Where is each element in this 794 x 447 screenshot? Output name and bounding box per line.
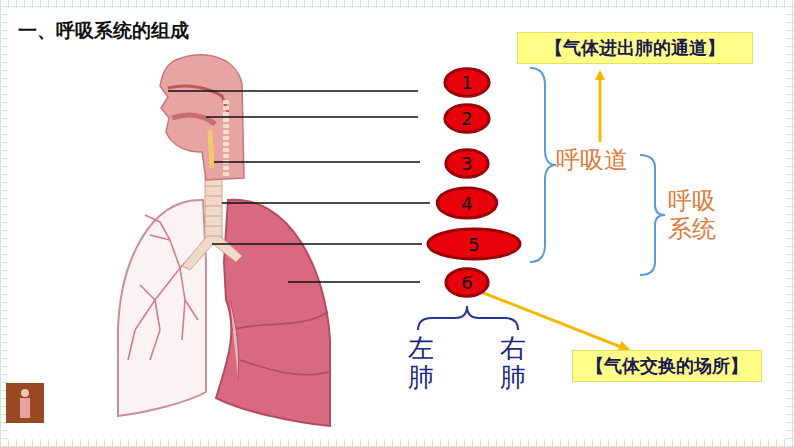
callout-ellipse: 2	[444, 104, 490, 133]
callout-number: 5	[468, 234, 479, 255]
callout-ellipse: 3	[445, 149, 489, 178]
part-label: 右肺	[500, 334, 526, 391]
callout-ellipse: 5	[426, 228, 522, 260]
callout-number: 4	[461, 193, 472, 214]
brace	[418, 306, 518, 330]
note-text: 【气体交换的场所】	[586, 354, 748, 378]
part-label: 左肺	[408, 334, 434, 391]
brace	[530, 68, 556, 262]
note-box: 【气体进出肺的通道】	[517, 32, 753, 64]
callout-number: 1	[461, 72, 472, 93]
leader-lines	[168, 91, 430, 282]
note-box: 【气体交换的场所】	[572, 350, 762, 382]
note-text: 【气体进出肺的通道】	[545, 36, 725, 60]
callout-number: 6	[461, 272, 472, 293]
left-lung-outline	[118, 200, 206, 416]
right-lung	[216, 200, 330, 426]
bronchi	[182, 236, 242, 270]
video-thumbnail	[6, 383, 44, 423]
trachea	[205, 176, 222, 238]
page-title: 一、呼吸系统的组成	[18, 18, 189, 44]
brace	[640, 155, 665, 275]
group-label: 呼吸道	[556, 146, 628, 175]
callout-number: 3	[461, 153, 472, 174]
bronchial-tree	[128, 215, 206, 360]
callout-number: 2	[461, 108, 472, 129]
callout-ellipse: 6	[445, 268, 489, 297]
up-arrow	[599, 72, 602, 142]
group-label: 呼吸系统	[668, 188, 716, 243]
callout-ellipse: 4	[436, 187, 498, 219]
callout-ellipse: 1	[444, 68, 490, 97]
